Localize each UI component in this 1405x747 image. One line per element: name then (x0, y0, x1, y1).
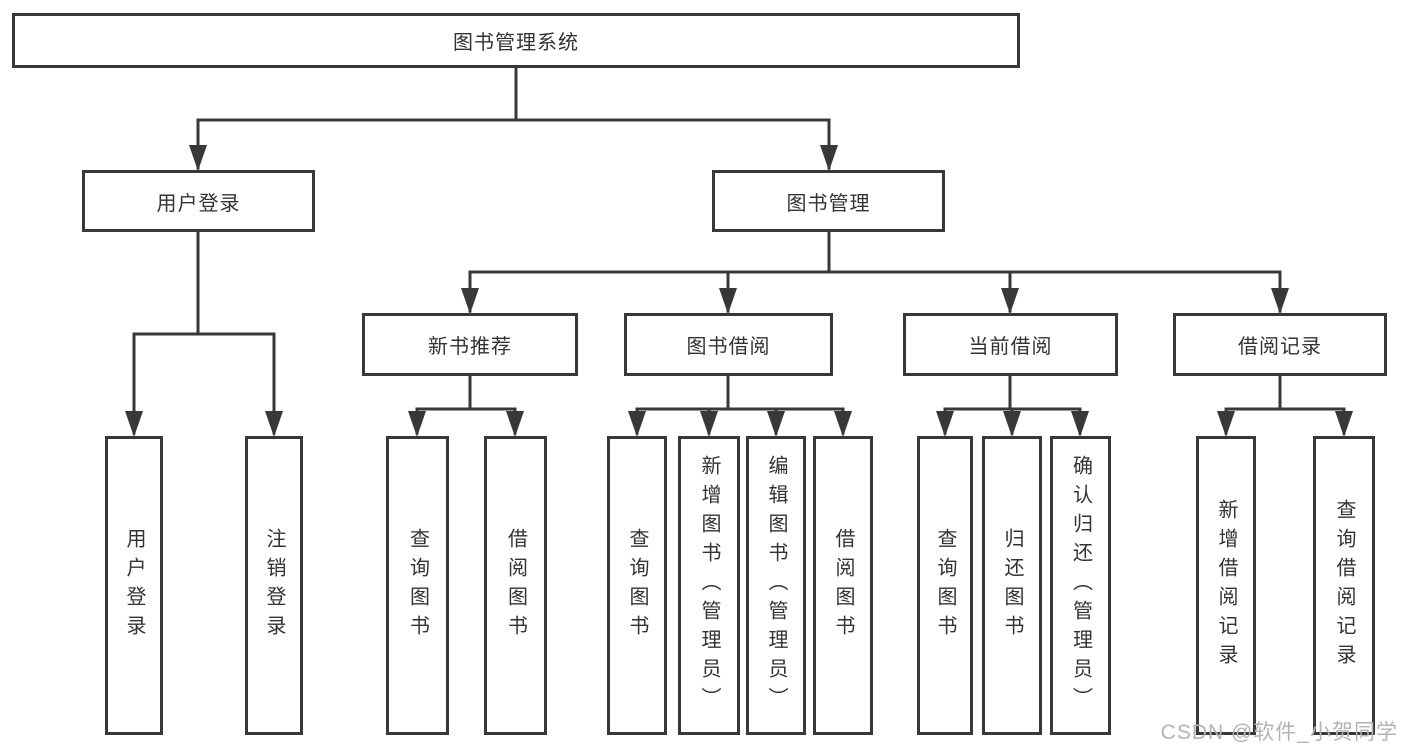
node-leaf-edit-books-admin: 编辑图书（管理员） (746, 436, 806, 735)
node-root: 图书管理系统 (12, 13, 1020, 68)
arrowhead-icon (936, 411, 954, 437)
node-leaf-logout-label: 注销登录 (263, 527, 285, 644)
arrowhead-icon (1217, 411, 1235, 437)
node-leaf-query-borrow-record: 查询借阅记录 (1313, 436, 1375, 735)
arrowhead-icon (265, 411, 283, 437)
node-leaf-return-books-label: 归还图书 (1001, 527, 1023, 644)
node-leaf-query-books-1: 查询图书 (386, 436, 449, 735)
arrowhead-icon (767, 411, 785, 437)
node-leaf-query-books-3: 查询图书 (917, 436, 973, 735)
node-leaf-logout: 注销登录 (245, 436, 303, 735)
arrowhead-icon (506, 411, 524, 437)
tree-edges (132, 66, 1346, 435)
node-leaf-add-books-admin: 新增图书（管理员） (678, 436, 740, 735)
arrowhead-icon (189, 145, 207, 171)
node-user-login: 用户登录 (82, 170, 315, 232)
watermark: CSDN @软件_小贺同学 (1160, 721, 1398, 744)
arrowhead-icon (125, 411, 143, 437)
node-leaf-confirm-return-admin-label: 确认归还（管理员） (1069, 455, 1092, 716)
node-current-borrowing-label: 当前借阅 (968, 336, 1053, 358)
node-leaf-query-books-2-label: 查询图书 (626, 527, 648, 644)
node-leaf-add-books-admin-label: 新增图书（管理员） (698, 455, 720, 716)
arrowhead-icon (1335, 411, 1353, 437)
node-leaf-query-books-1-label: 查询图书 (406, 527, 429, 644)
arrowhead-icon (628, 411, 646, 437)
node-leaf-borrow-books-2: 借阅图书 (813, 436, 873, 735)
arrowhead-icon (461, 288, 479, 314)
node-leaf-query-borrow-record-label: 查询借阅记录 (1333, 498, 1355, 673)
node-leaf-add-borrow-record: 新增借阅记录 (1196, 436, 1256, 735)
arrowhead-icon (408, 411, 426, 437)
node-book-management: 图书管理 (712, 170, 945, 232)
node-leaf-borrow-books-1-label: 借阅图书 (504, 527, 527, 644)
node-new-book-recommend: 新书推荐 (362, 313, 578, 376)
node-leaf-add-borrow-record-label: 新增借阅记录 (1215, 498, 1237, 673)
node-leaf-edit-books-admin-label: 编辑图书（管理员） (765, 455, 787, 716)
arrowhead-icon (1001, 288, 1019, 314)
arrowhead-icon (1003, 411, 1021, 437)
node-borrowing-records-label: 借阅记录 (1238, 336, 1322, 358)
arrowhead-icons (125, 145, 1353, 437)
node-book-borrowing-label: 图书借阅 (686, 336, 771, 358)
arrowhead-icon (820, 145, 838, 171)
node-root-label: 图书管理系统 (453, 32, 579, 54)
node-book-management-label: 图书管理 (786, 192, 871, 215)
node-leaf-borrow-books-1: 借阅图书 (484, 436, 547, 735)
node-borrowing-records: 借阅记录 (1173, 313, 1387, 376)
arrowhead-icon (1071, 411, 1089, 437)
node-book-borrowing: 图书借阅 (624, 313, 833, 376)
node-new-book-recommend-label: 新书推荐 (428, 336, 512, 358)
node-leaf-query-books-2: 查询图书 (607, 436, 667, 735)
arrowhead-icon (719, 288, 737, 314)
arrowhead-icon (1271, 288, 1289, 314)
node-leaf-confirm-return-admin: 确认归还（管理员） (1050, 436, 1111, 735)
node-leaf-return-books: 归还图书 (982, 436, 1042, 735)
node-leaf-user-login-label: 用户登录 (123, 527, 145, 644)
arrowhead-icon (834, 411, 852, 437)
node-leaf-borrow-books-2-label: 借阅图书 (832, 527, 854, 644)
node-user-login-label: 用户登录 (156, 192, 241, 215)
arrowhead-icon (700, 411, 718, 437)
node-leaf-query-books-3-label: 查询图书 (934, 527, 956, 644)
node-current-borrowing: 当前借阅 (903, 313, 1118, 376)
node-leaf-user-login: 用户登录 (105, 436, 163, 735)
